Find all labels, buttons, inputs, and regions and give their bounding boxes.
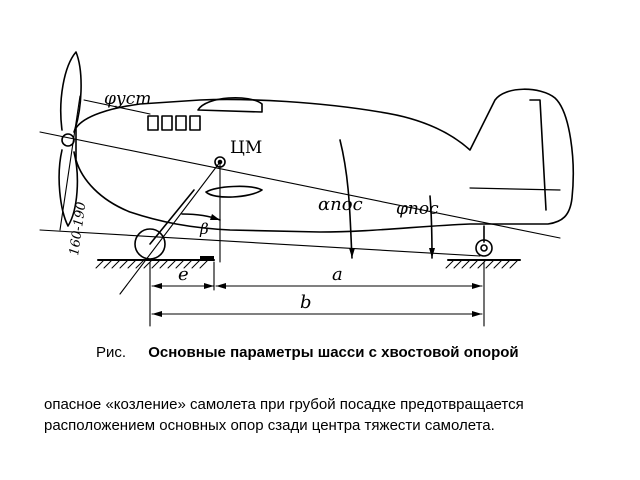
fuselage-outline: [75, 88, 574, 233]
landing-gear-diagram: φуст ЦМ αпос φпос β e a b 160-190: [39, 51, 574, 327]
tail-wheel: [475, 239, 493, 257]
label-prop-angle: 160-190: [67, 201, 89, 257]
label-phi-ust: φуст: [104, 89, 151, 109]
main-wheel: [134, 228, 166, 260]
alpha-pos-arc: [339, 139, 353, 259]
label-cm: ЦМ: [230, 138, 262, 158]
ground-right: [445, 259, 521, 269]
cockpit-window: [189, 115, 201, 131]
gear-marker: [200, 256, 214, 260]
ground-tangent: [39, 229, 481, 257]
body-line-2: расположением основных опор сзади центра…: [44, 417, 495, 434]
label-e: e: [178, 264, 189, 285]
canopy: [197, 96, 263, 113]
beta-line: [119, 161, 221, 295]
phi-ust-line: [83, 99, 151, 115]
label-beta: β: [199, 220, 209, 238]
body-line-1: опасное «козление» самолета при грубой п…: [44, 396, 524, 413]
prop-clearance-line: [59, 95, 81, 231]
body-paragraph: опасное «козление» самолета при грубой п…: [44, 394, 624, 436]
label-a: a: [332, 264, 343, 285]
figure-caption: Рис. Основные параметры шасси с хвостово…: [96, 344, 636, 361]
propeller: [58, 51, 82, 227]
cockpit-window: [161, 115, 173, 131]
ground-left: [95, 259, 215, 269]
label-phi-pos: φпос: [396, 199, 439, 219]
tail-fin: [529, 99, 547, 211]
caption-title: Основные параметры шасси с хвостовой опо…: [148, 344, 519, 361]
label-b: b: [300, 292, 312, 313]
label-alpha-pos: αпос: [318, 194, 363, 215]
cockpit-window: [175, 115, 187, 131]
cockpit-window: [147, 115, 159, 131]
main-gear-strut: [149, 189, 195, 245]
fuselage-axis: [39, 131, 561, 239]
wing-fairing: [205, 185, 263, 198]
stabilizer: [469, 187, 561, 191]
caption-prefix: Рис.: [96, 344, 127, 361]
